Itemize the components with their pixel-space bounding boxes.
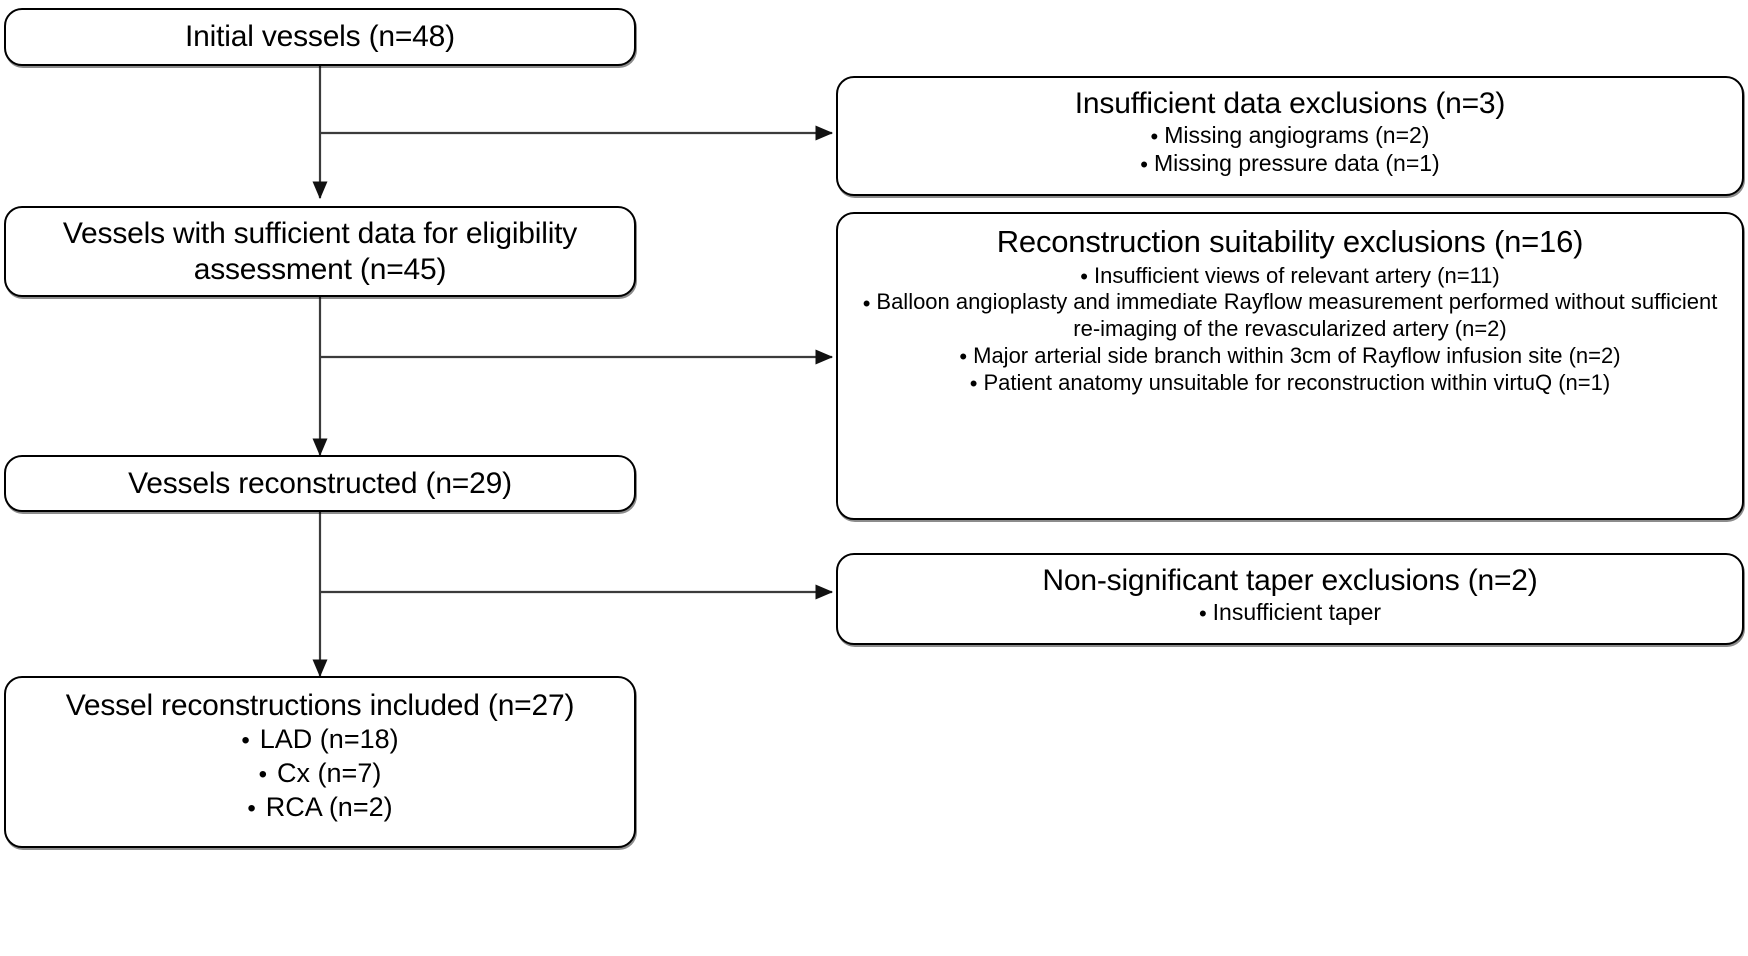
node-exclusion-taper[interactable]: Non-significant taper exclusions (n=2) •…: [836, 553, 1744, 645]
node-exclusion-reconstruction-suitability-bullets: •Insufficient views of relevant artery (…: [852, 263, 1728, 397]
bullet-icon: •: [1198, 601, 1207, 627]
list-item: •Insufficient views of relevant artery (…: [1080, 262, 1500, 289]
bullet-icon: •: [247, 794, 256, 822]
bullet-icon: •: [1140, 152, 1148, 178]
node-initial-vessels[interactable]: Initial vessels (n=48): [4, 8, 636, 66]
node-vessels-reconstructed[interactable]: Vessels reconstructed (n=29): [4, 455, 636, 512]
node-exclusion-taper-title: Non-significant taper exclusions (n=2): [1042, 564, 1538, 597]
list-item: •Insufficient taper: [1198, 599, 1382, 627]
node-initial-vessels-title: Initial vessels (n=48): [185, 20, 455, 54]
list-item: •Missing pressure data (n=1): [1140, 150, 1440, 178]
node-exclusion-insufficient-data[interactable]: Insufficient data exclusions (n=3) •Miss…: [836, 76, 1744, 196]
list-item: •Patient anatomy unsuitable for reconstr…: [969, 369, 1611, 397]
node-included-bullets: •LAD (n=18) •Cx (n=7) •RCA (n=2): [20, 723, 620, 824]
node-exclusion-insufficient-data-bullets: •Missing angiograms (n=2) •Missing press…: [852, 121, 1728, 177]
node-exclusion-reconstruction-suitability[interactable]: Reconstruction suitability exclusions (n…: [836, 212, 1744, 520]
node-sufficient-data-title: Vessels with sufficient data for eligibi…: [62, 217, 578, 286]
list-item: •RCA (n=2): [247, 791, 393, 822]
bullet-icon: •: [1150, 124, 1159, 150]
node-included[interactable]: Vessel reconstructions included (n=27) •…: [4, 676, 636, 848]
list-item: •Cx (n=7): [258, 758, 382, 789]
bullet-icon: •: [969, 371, 978, 397]
node-exclusion-taper-bullets: •Insufficient taper: [852, 598, 1728, 626]
bullet-icon: •: [258, 761, 268, 789]
list-item: •Balloon angioplasty and immediate Rayfl…: [862, 289, 1718, 342]
bullet-icon: •: [1080, 263, 1088, 289]
list-item: •Major arterial side branch within 3cm o…: [959, 343, 1621, 370]
node-exclusion-insufficient-data-title: Insufficient data exclusions (n=3): [1074, 87, 1506, 120]
bullet-icon: •: [862, 290, 871, 316]
list-item: •Missing angiograms (n=2): [1150, 122, 1430, 150]
node-vessels-reconstructed-title: Vessels reconstructed (n=29): [128, 466, 512, 500]
node-sufficient-data[interactable]: Vessels with sufficient data for eligibi…: [4, 206, 636, 297]
bullet-icon: •: [241, 727, 250, 755]
bullet-icon: •: [959, 344, 968, 370]
list-item: •LAD (n=18): [241, 724, 399, 755]
node-exclusion-reconstruction-suitability-title: Reconstruction suitability exclusions (n…: [996, 224, 1584, 259]
node-included-title: Vessel reconstructions included (n=27): [65, 689, 575, 722]
